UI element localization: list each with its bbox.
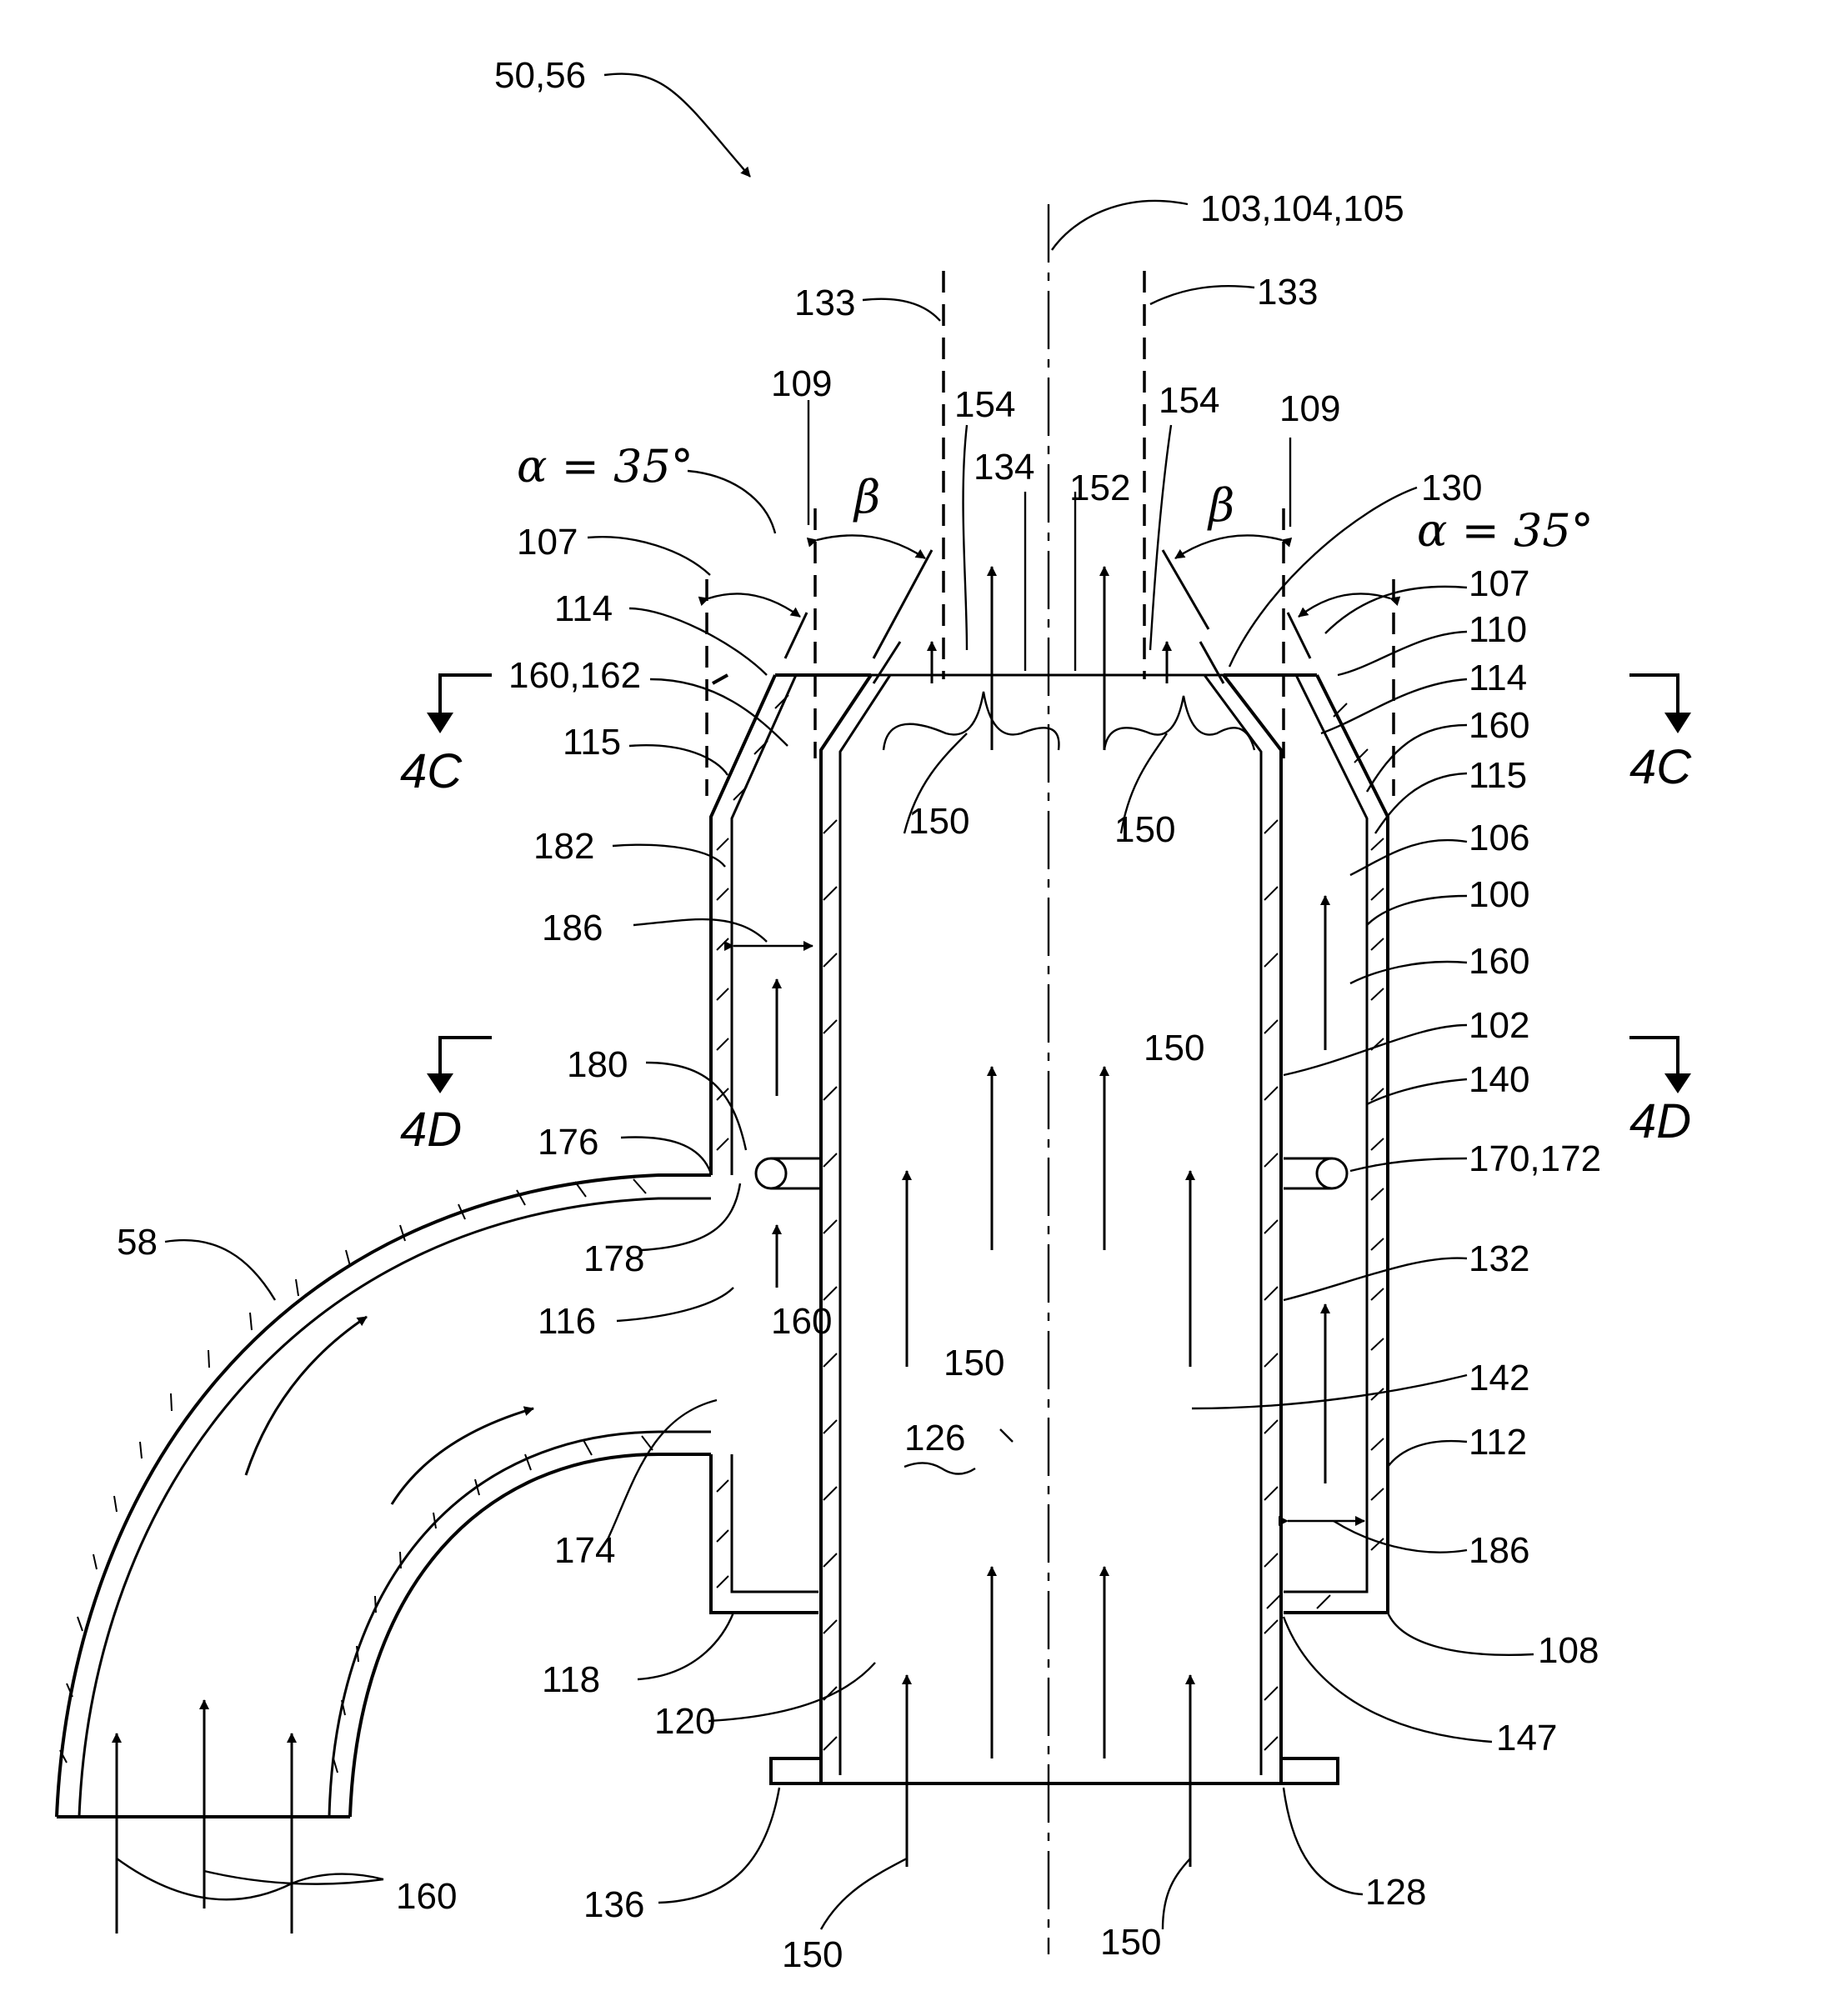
label-150-upper-right: 150	[1114, 809, 1175, 850]
label-109-left: 109	[771, 363, 832, 404]
label-150-bottom-right: 150	[1100, 1922, 1161, 1963]
label-112: 112	[1469, 1422, 1527, 1463]
label-178: 178	[583, 1238, 644, 1279]
label-152: 152	[1069, 468, 1130, 508]
label-160-top-right: 160	[1469, 705, 1529, 746]
label-58: 58	[117, 1222, 158, 1263]
label-154-left: 154	[954, 384, 1015, 425]
label-alpha-left: α = 35°	[517, 440, 693, 493]
label-133-right: 133	[1257, 272, 1318, 313]
label-160-inner-left: 160	[771, 1301, 832, 1342]
leader-lines	[165, 74, 1534, 1929]
label-136: 136	[583, 1884, 644, 1925]
label-107-left: 107	[517, 522, 578, 563]
flow-arrows	[117, 567, 1325, 1933]
section-4c-right: 4C	[1629, 740, 1692, 794]
label-126-tilde	[904, 1463, 975, 1473]
label-186-right: 186	[1469, 1530, 1529, 1571]
label-114-right: 114	[1469, 658, 1527, 698]
label-109-right: 109	[1279, 388, 1340, 429]
section-4d-left: 4D	[400, 1103, 462, 1157]
label-115-right: 115	[1469, 755, 1527, 796]
label-100: 100	[1469, 874, 1529, 915]
label-beta-left: β	[853, 471, 880, 523]
label-186-left: 186	[542, 908, 603, 948]
label-132: 132	[1469, 1238, 1529, 1279]
label-alpha-right: α = 35°	[1417, 504, 1594, 557]
label-107-right: 107	[1469, 563, 1529, 604]
label-182: 182	[533, 826, 594, 867]
inner-sleeve	[771, 675, 1338, 1783]
label-102: 102	[1469, 1005, 1529, 1046]
label-170-172: 170,172	[1469, 1138, 1601, 1179]
label-160-pipe: 160	[396, 1876, 457, 1917]
pipe-flow-brace	[117, 1858, 383, 1899]
label-150-upper-left: 150	[908, 801, 969, 842]
label-160-right: 160	[1469, 941, 1529, 982]
label-160-162: 160,162	[508, 655, 641, 696]
label-106: 106	[1469, 818, 1529, 858]
label-118: 118	[542, 1659, 600, 1700]
label-140: 140	[1469, 1059, 1529, 1100]
label-114-left: 114	[554, 588, 613, 629]
label-axis: 103,104,105	[1200, 188, 1404, 229]
flow-braces	[883, 692, 1254, 750]
label-116: 116	[538, 1301, 596, 1342]
label-142: 142	[1469, 1358, 1529, 1398]
label-174: 174	[554, 1530, 615, 1571]
label-130: 130	[1421, 468, 1482, 508]
label-147: 147	[1496, 1718, 1557, 1758]
section-4d-right: 4D	[1629, 1094, 1691, 1148]
label-beta-right: β	[1207, 479, 1234, 532]
section-4c-left: 4C	[400, 744, 463, 798]
label-133-left: 133	[794, 283, 855, 323]
label-150-lower: 150	[944, 1343, 1004, 1383]
label-176: 176	[538, 1122, 598, 1163]
label-50-56: 50,56	[494, 55, 586, 96]
label-180: 180	[567, 1044, 628, 1085]
label-120: 120	[654, 1701, 715, 1742]
label-134: 134	[974, 447, 1034, 488]
label-154-right: 154	[1159, 380, 1219, 421]
label-128: 128	[1365, 1872, 1426, 1913]
label-115-left: 115	[563, 722, 621, 763]
label-110: 110	[1469, 609, 1527, 650]
label-150-bottom-left: 150	[782, 1934, 843, 1975]
label-108: 108	[1538, 1630, 1599, 1671]
sensor-elements	[756, 1158, 1347, 1188]
label-126: 126	[904, 1418, 965, 1458]
label-150-mid: 150	[1144, 1028, 1204, 1068]
